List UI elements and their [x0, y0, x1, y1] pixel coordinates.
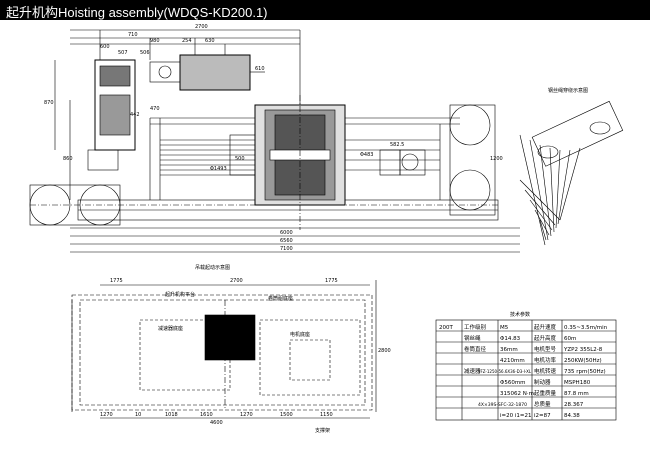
annotation-drum-base: 卷筒组底座 — [268, 295, 293, 302]
table-cell: YFZ-1250-56.6X36-D3-I-XL — [477, 369, 532, 374]
table-cell: 28.367 — [564, 402, 584, 408]
table-cell: 电机转速 — [534, 367, 557, 375]
table-cell: 电机功率 — [534, 356, 557, 364]
table-cell: 4X×39S-SFC-32-1870 — [478, 402, 527, 408]
table-cell: 250KW(50Hz) — [564, 358, 602, 364]
top-view-dim-texts: 2700 710 980 254 630 600 507 506 6000 65… — [44, 24, 503, 252]
dim-507: 507 — [118, 50, 128, 56]
table-cell: 卷筒直径 — [464, 345, 487, 353]
table-cell: 总质量 — [534, 400, 551, 408]
table-cell: 制动器 — [534, 378, 551, 386]
lower-dim-1775-left: 1775 — [110, 278, 123, 284]
lower-dim-1270-a: 1270 — [100, 412, 113, 418]
title-bar: 起升机构Hoisting assembly(WDQS-KD200.1) — [0, 0, 650, 20]
table-cell: 钢丝绳 — [464, 334, 481, 342]
dim-500: 500 — [235, 156, 245, 162]
rope-reeving-inset — [519, 100, 624, 246]
table-cell: MSPH180 — [564, 380, 591, 386]
table-cell: 起重质量 — [534, 389, 557, 397]
dim-870: 870 — [44, 100, 54, 106]
lower-dim-1270-b: 1270 — [240, 412, 253, 418]
dim-7100: 7100 — [280, 246, 293, 252]
table-cell: 60m — [564, 336, 576, 342]
top-plan-view — [29, 29, 520, 253]
table-cell: 87.8 mm — [564, 391, 589, 397]
lower-dim-4600: 4600 — [210, 420, 223, 426]
drawing-title: 起升机构Hoisting assembly(WDQS-KD200.1) — [6, 5, 268, 20]
dim-710: 710 — [128, 32, 138, 38]
table-cell: 起升速度 — [534, 323, 557, 331]
table-cell: 735 rpm(50Hz) — [564, 369, 606, 375]
dim-442: 442 — [130, 112, 140, 118]
lower-dim-1018: 1018 — [165, 412, 178, 418]
inset-label: 钢丝绳穿绕示意图 — [548, 87, 588, 94]
tech-table-cells: 200T 工作级别 M5 起升速度 0.35~3.5m/min 钢丝绳 Φ14.… — [439, 323, 608, 419]
dim-582-5: 582.5 — [390, 142, 404, 148]
dim-6560: 6560 — [280, 238, 293, 244]
table-cell: YZP2 355L2-8 — [563, 347, 603, 353]
table-title: 技术参数 — [510, 311, 530, 318]
dim-phi1493: Φ1493 — [210, 166, 227, 172]
lower-dim-1150: 1150 — [320, 412, 333, 418]
annotation-platform: 起升机构平台 — [165, 291, 195, 298]
lower-dim-1775-right: 1775 — [325, 278, 338, 284]
dim-2700: 2700 — [195, 24, 208, 30]
lower-dim-1610: 1610 — [200, 412, 213, 418]
table-cell: 电机型号 — [534, 345, 557, 353]
dim-1200: 1200 — [490, 156, 503, 162]
lower-view-title: 吊载起动示意图 — [195, 264, 230, 271]
table-cell: 84.38 — [564, 413, 580, 419]
table-cell: Φ14.83 — [500, 336, 521, 342]
lower-dim-1500: 1500 — [280, 412, 293, 418]
dim-470: 470 — [150, 106, 160, 112]
table-cell: 36mm — [500, 347, 518, 353]
dim-6000: 6000 — [280, 230, 293, 236]
annotation-support: 支撑架 — [315, 427, 330, 434]
dim-506: 506 — [140, 50, 150, 56]
dim-600: 600 — [100, 44, 110, 50]
dim-630: 630 — [205, 38, 215, 44]
table-cell: 减速器 — [464, 367, 481, 375]
annotation-motor-base: 电机底座 — [290, 331, 310, 338]
table-cell: Φ560mm — [500, 380, 526, 386]
lower-layout-view — [71, 280, 377, 419]
dim-254: 254 — [182, 38, 192, 44]
table-cell: i2=87 — [534, 413, 551, 419]
table-cell: 0.35~3.5m/min — [564, 325, 608, 331]
table-cell: 200T — [439, 325, 453, 331]
tech-table-grid — [435, 319, 617, 421]
dim-phi483: Φ483 — [360, 152, 373, 158]
dim-860: 860 — [63, 156, 73, 162]
dim-980: 980 — [150, 38, 160, 44]
table-cell: 起升高度 — [534, 334, 557, 342]
table-cell: 4210mm — [500, 358, 525, 364]
lower-dim-2700: 2700 — [230, 278, 243, 284]
lower-dim-10: 10 — [135, 412, 141, 418]
table-cell: 315062 N·m — [500, 391, 534, 397]
dim-610: 610 — [255, 66, 265, 72]
table-cell: M5 — [500, 325, 509, 331]
table-cell: i=20 i1=21 — [500, 413, 532, 419]
annotation-reducer-base: 减速器底座 — [158, 325, 183, 332]
table-cell: 工作级别 — [464, 323, 486, 331]
lower-view-texts: 吊载起动示意图 1775 2700 1775 2800 1270 10 1018… — [100, 264, 391, 434]
lower-dim-2800: 2800 — [378, 348, 391, 354]
